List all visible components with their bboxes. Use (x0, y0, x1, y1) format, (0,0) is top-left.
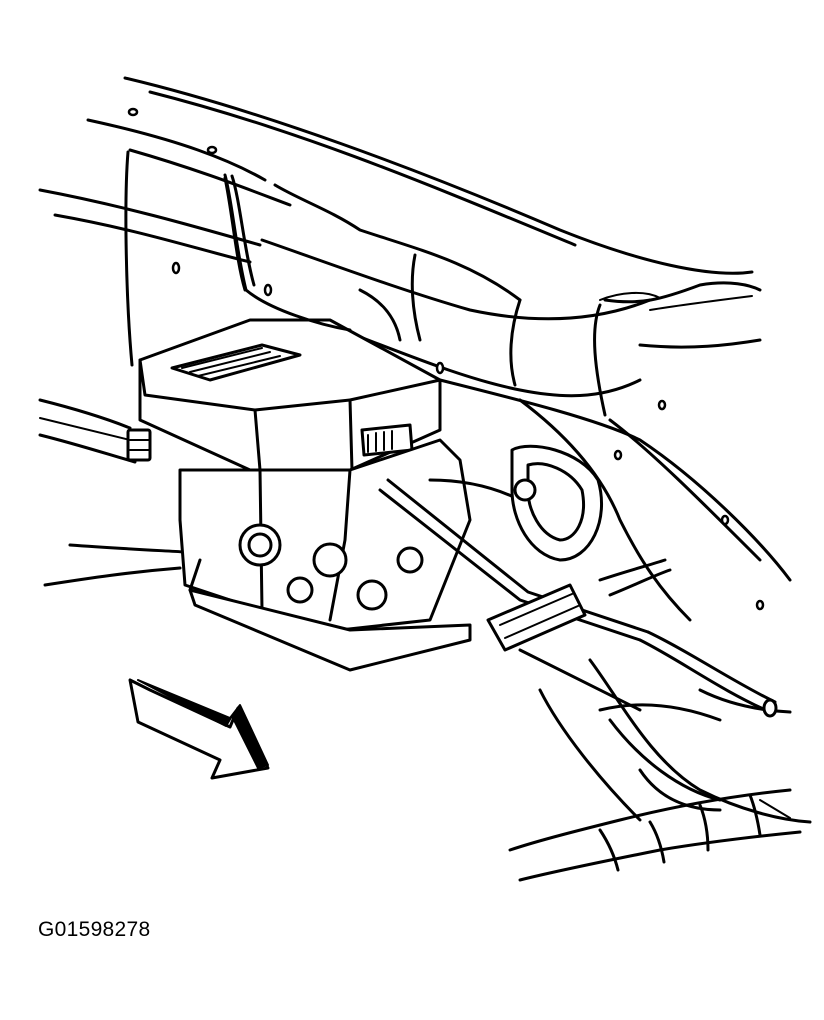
left-crossmember (38, 188, 262, 587)
abs-control-module (126, 318, 442, 472)
direction-arrow-icon (128, 678, 270, 780)
right-frame-member (438, 378, 812, 824)
hydraulic-modulator (178, 438, 472, 672)
brake-lines (223, 173, 778, 718)
lower-frame-rail (508, 788, 802, 882)
frame-bracket (510, 444, 604, 562)
figure-id-label: G01598278 (38, 918, 151, 941)
frame-mount-holes (127, 107, 765, 611)
harness-clip (486, 583, 642, 712)
